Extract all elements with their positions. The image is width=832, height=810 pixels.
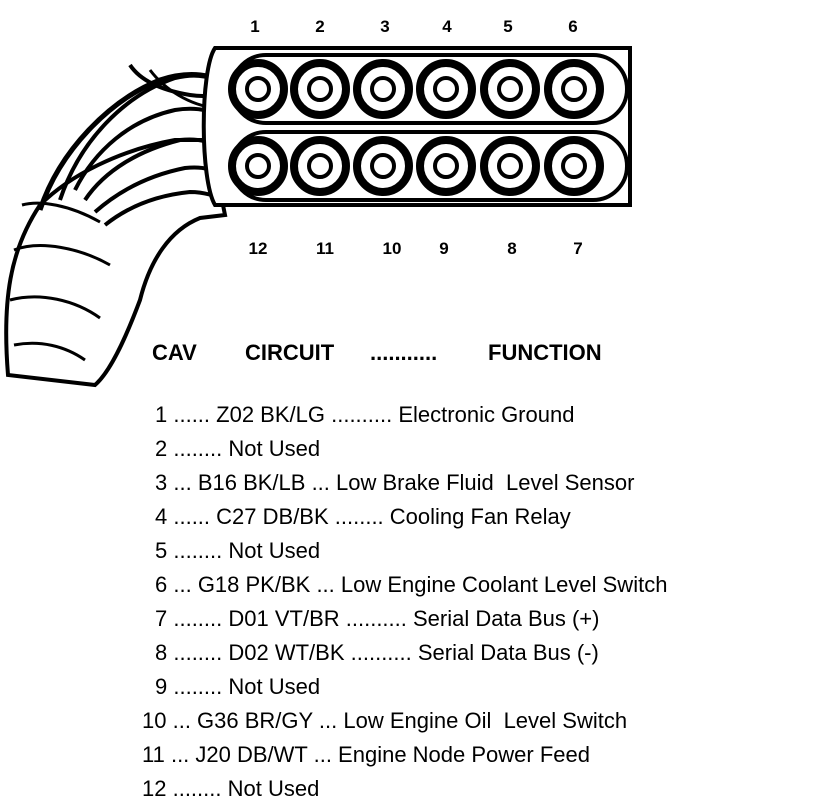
header-cav: CAV xyxy=(152,340,197,365)
pinout-row: 3 ... B16 BK/LB ... Low Brake Fluid Leve… xyxy=(155,470,634,496)
function-text: Serial Data Bus (-) xyxy=(411,640,599,665)
leader-dots: ...... xyxy=(167,504,211,529)
wire-harness xyxy=(4,63,234,388)
leader-dots: ........ xyxy=(167,538,223,563)
cav-number: 4 xyxy=(155,504,168,529)
function-text: Not Used xyxy=(221,776,320,801)
pinout-row: 7 ........ D01 VT/BR .......... Serial D… xyxy=(155,606,599,632)
separator-dots: .......... xyxy=(339,606,407,631)
leader-dots: ... xyxy=(167,572,192,597)
leader-dots: ........ xyxy=(167,436,223,461)
cav-number: 1 xyxy=(155,402,168,427)
pinout-row: 8 ........ D02 WT/BK .......... Serial D… xyxy=(155,640,599,666)
cavity-row-bottom xyxy=(228,136,604,196)
cavity-7 xyxy=(544,136,604,196)
cavity-6 xyxy=(544,59,604,119)
separator-dots: ... xyxy=(312,708,338,733)
pinout-row: 4 ...... C27 DB/BK ........ Cooling Fan … xyxy=(155,504,571,530)
circuit-code: Z02 BK/LG xyxy=(210,402,325,427)
pinout-row: 6 ... G18 PK/BK ... Low Engine Coolant L… xyxy=(155,572,667,598)
circuit-code: C27 DB/BK xyxy=(210,504,329,529)
cav-number: 2 xyxy=(155,436,168,461)
cav-number: 6 xyxy=(155,572,168,597)
pin-label: 11 xyxy=(316,239,334,258)
function-text: Not Used xyxy=(222,538,321,563)
function-text: Low Engine Oil Level Switch xyxy=(337,708,628,733)
cav-number: 8 xyxy=(155,640,168,665)
pin-label: 3 xyxy=(380,17,389,36)
cav-number: 9 xyxy=(155,674,168,699)
function-text: Low Brake Fluid Level Sensor xyxy=(329,470,635,495)
leader-dots: ... xyxy=(167,470,192,495)
leader-dots: ........ xyxy=(166,776,222,801)
cav-number: 7 xyxy=(155,606,168,631)
pinout-row: 5 ........ Not Used xyxy=(155,538,320,564)
cavity-4 xyxy=(416,59,476,119)
circuit-code: G36 BR/GY xyxy=(190,708,313,733)
pin-label: 1 xyxy=(250,17,259,36)
pin-label: 9 xyxy=(439,239,448,258)
function-text: Not Used xyxy=(222,674,321,699)
pinout-row: 2 ........ Not Used xyxy=(155,436,320,462)
circuit-code: G18 PK/BK xyxy=(191,572,311,597)
cavity-1 xyxy=(228,59,288,119)
cav-number: 3 xyxy=(155,470,168,495)
pin-label: 8 xyxy=(507,239,516,258)
separator-dots: .......... xyxy=(344,640,412,665)
separator-dots: ........ xyxy=(328,504,384,529)
cavity-row-top xyxy=(228,59,604,119)
separator-dots: .......... xyxy=(325,402,393,427)
pin-label: 6 xyxy=(568,17,577,36)
function-text: Low Engine Coolant Level Switch xyxy=(334,572,668,597)
function-text: Serial Data Bus (+) xyxy=(406,606,600,631)
pinout-row: 9 ........ Not Used xyxy=(155,674,320,700)
pin-label: 4 xyxy=(442,17,452,36)
header-function: FUNCTION xyxy=(488,340,602,365)
cavity-3 xyxy=(353,59,413,119)
function-text: Electronic Ground xyxy=(392,402,575,427)
cavity-5 xyxy=(480,59,540,119)
cavity-12 xyxy=(228,136,288,196)
leader-dots: ... xyxy=(164,742,190,767)
function-text: Cooling Fan Relay xyxy=(383,504,571,529)
function-text: Engine Node Power Feed xyxy=(331,742,590,767)
pin-label: 7 xyxy=(573,239,582,258)
cavity-2 xyxy=(290,59,350,119)
leader-dots: ........ xyxy=(167,640,223,665)
leader-dots: ...... xyxy=(167,402,211,427)
separator-dots: ... xyxy=(307,742,332,767)
pin-numbers-top: 1 2 3 4 5 6 xyxy=(250,17,577,36)
circuit-code: D01 VT/BR xyxy=(222,606,340,631)
leader-dots: ........ xyxy=(167,606,223,631)
pin-label: 2 xyxy=(315,17,324,36)
cav-number: 10 xyxy=(142,708,167,733)
circuit-code: J20 DB/WT xyxy=(189,742,308,767)
circuit-code: B16 BK/LB xyxy=(191,470,306,495)
pinout-row: 10 ... G36 BR/GY ... Low Engine Oil Leve… xyxy=(142,708,627,734)
pinout-row: 12 ........ Not Used xyxy=(142,776,319,802)
function-text: Not Used xyxy=(222,436,321,461)
pin-label: 12 xyxy=(249,239,268,258)
cavity-9 xyxy=(416,136,476,196)
circuit-code: D02 WT/BK xyxy=(222,640,345,665)
pin-label: 10 xyxy=(383,239,402,258)
cav-number: 11 xyxy=(142,742,165,767)
header-circuit: CIRCUIT xyxy=(245,340,335,365)
cav-number: 5 xyxy=(155,538,168,563)
pinout-row: 11 ... J20 DB/WT ... Engine Node Power F… xyxy=(142,742,590,768)
pin-numbers-bottom: 12 11 10 9 8 7 xyxy=(249,239,583,258)
separator-dots: ... xyxy=(305,470,330,495)
pin-label: 5 xyxy=(503,17,512,36)
pinout-row: 1 ...... Z02 BK/LG .......... Electronic… xyxy=(155,402,574,428)
leader-dots: ... xyxy=(166,708,191,733)
cavity-11 xyxy=(290,136,350,196)
cavity-10 xyxy=(353,136,413,196)
cav-number: 12 xyxy=(142,776,167,801)
cavity-8 xyxy=(480,136,540,196)
leader-dots: ........ xyxy=(167,674,223,699)
separator-dots: ... xyxy=(310,572,335,597)
header-dots: ........... xyxy=(370,340,438,365)
